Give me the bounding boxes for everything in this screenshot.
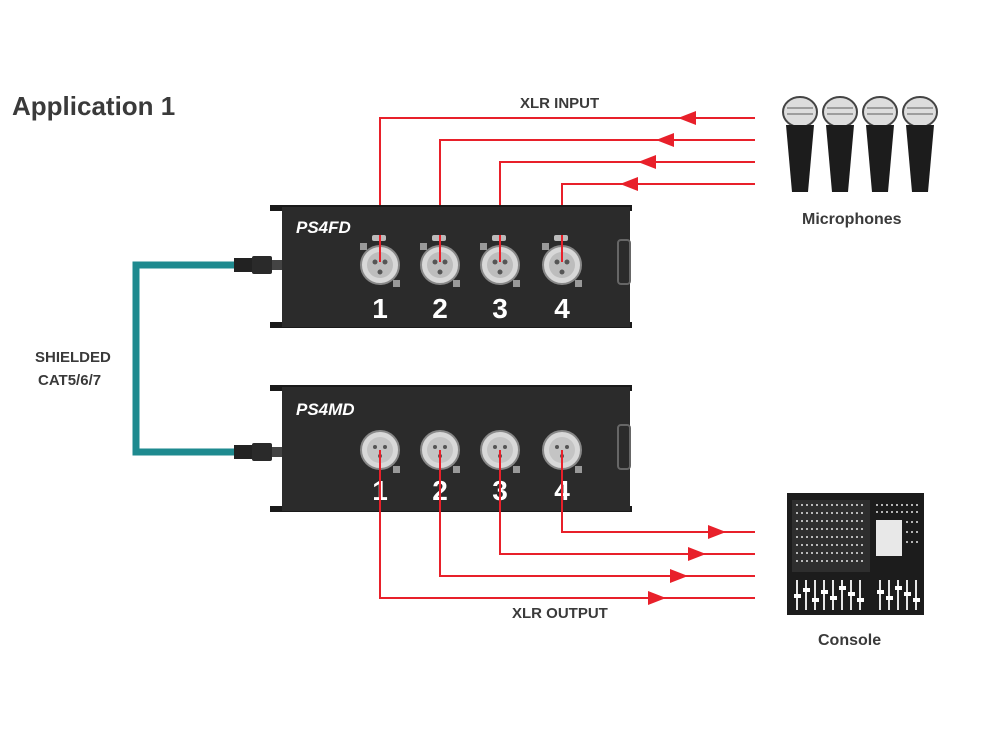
- output-arrow-1: [648, 591, 666, 605]
- ps4fd-port-3-number: 3: [492, 293, 508, 324]
- ps4fd-port-2-number: 2: [432, 293, 448, 324]
- ps4fd-port-4: [542, 235, 582, 287]
- microphone-icon: [902, 96, 938, 192]
- output-arrow-3: [688, 547, 706, 561]
- xlr-output-label: XLR OUTPUT: [512, 605, 608, 622]
- input-arrow-1: [678, 111, 696, 125]
- ps4fd-port-1: [360, 235, 400, 287]
- ps4fd-model-label: PS4FD: [296, 218, 351, 237]
- microphones-group: [782, 96, 938, 192]
- mixing-console-icon: [787, 493, 924, 615]
- ps4md-box: PS4MD 1 2 3 4: [270, 385, 632, 512]
- ps4md-model-label: PS4MD: [296, 400, 355, 419]
- microphone-icon: [782, 96, 818, 192]
- cable-label-line2: CAT5/6/7: [38, 372, 101, 389]
- cat-cable: [132, 256, 282, 461]
- output-arrow-2: [670, 569, 688, 583]
- ps4fd-port-3: [480, 235, 520, 287]
- ps4fd-port-4-number: 4: [554, 293, 570, 324]
- microphone-icon: [822, 96, 858, 192]
- xlr-input-label: XLR INPUT: [520, 95, 599, 112]
- diagram-title: Application 1: [12, 91, 175, 121]
- microphones-label: Microphones: [802, 211, 902, 228]
- ps4fd-port-2: [420, 235, 460, 287]
- input-arrow-4: [620, 177, 638, 191]
- ps4fd-port-1-number: 1: [372, 293, 388, 324]
- cable-label-line1: SHIELDED: [35, 349, 111, 366]
- input-arrow-2: [656, 133, 674, 147]
- output-arrow-4: [708, 525, 726, 539]
- microphone-icon: [862, 96, 898, 192]
- console-label: Console: [818, 632, 881, 649]
- ps4fd-box: PS4FD: [270, 205, 632, 328]
- input-arrow-3: [638, 155, 656, 169]
- output-signal-lines: [379, 450, 755, 605]
